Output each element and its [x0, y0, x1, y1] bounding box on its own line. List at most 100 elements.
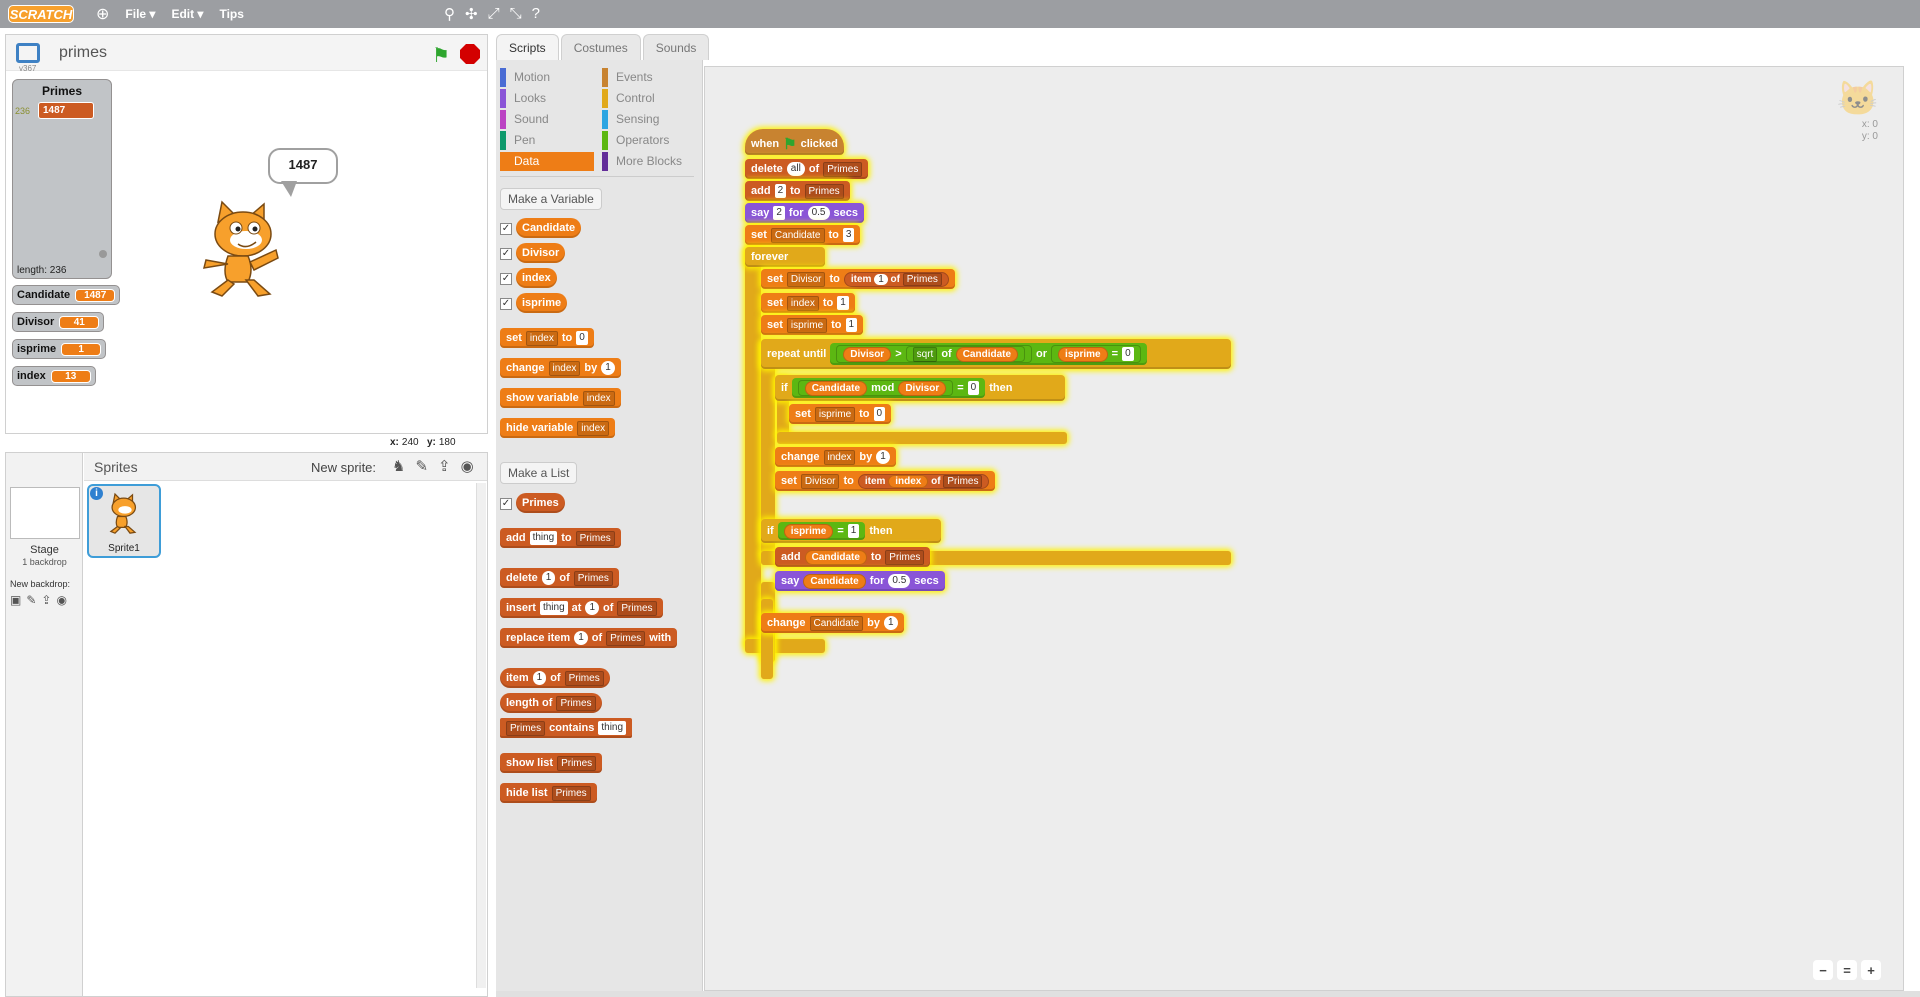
script-repeat-until[interactable]: repeat until Divisor > sqrt of Candidate… — [761, 339, 1231, 369]
list-dropdown[interactable]: Primes — [556, 695, 596, 711]
secs-input[interactable]: 0.5 — [807, 206, 830, 220]
greater-than-operator[interactable]: Divisor > sqrt of Candidate — [836, 345, 1033, 363]
list-dropdown[interactable]: Primes — [551, 785, 591, 801]
cat-sprite-icon[interactable] — [198, 200, 294, 300]
list-dropdown[interactable]: Primes — [564, 670, 604, 686]
index-input[interactable]: 1 — [585, 601, 599, 615]
value-input[interactable]: 1 — [837, 296, 849, 310]
list-dropdown[interactable]: Primes — [823, 161, 863, 177]
list-monitor-primes[interactable]: Primes 236 1487 length: 236 — [12, 79, 112, 279]
block-delete-of-list[interactable]: delete 1 of Primes — [500, 568, 619, 588]
isprime-reporter[interactable]: isprime — [1058, 346, 1108, 362]
backdrop-upload-icon[interactable]: ⇪ — [41, 593, 52, 607]
checkbox-candidate[interactable]: ✓ — [500, 223, 512, 235]
equals-operator[interactable]: isprime = 0 — [1051, 345, 1141, 363]
variable-monitor-divisor[interactable]: Divisor 41 — [12, 312, 105, 332]
sprite-info-icon[interactable]: i — [90, 487, 103, 500]
list-dropdown[interactable]: Primes — [606, 630, 646, 646]
script-add-candidate[interactable]: add Candidate to Primes — [775, 547, 931, 567]
list-dropdown[interactable]: Primes — [573, 570, 613, 586]
value-input[interactable]: thing — [598, 721, 627, 735]
list-dropdown[interactable]: Primes — [617, 600, 657, 616]
backdrop-library-icon[interactable]: ▣ — [10, 593, 22, 607]
or-operator[interactable]: Divisor > sqrt of Candidate or isprime =… — [830, 343, 1147, 365]
item-of-reporter[interactable]: item 1 of Primes — [843, 271, 949, 287]
value-input[interactable]: thing — [529, 531, 558, 545]
backdrop-camera-icon[interactable]: ◉ — [56, 593, 67, 607]
zoom-out-icon[interactable]: − — [1813, 960, 1833, 980]
variable-dropdown[interactable]: Divisor — [800, 473, 840, 489]
shrink-icon[interactable]: ⤡ — [509, 5, 522, 22]
script-say-candidate[interactable]: say Candidate for 0.5 secs — [775, 571, 945, 591]
make-list-button[interactable]: Make a List — [500, 462, 578, 484]
variable-dropdown[interactable]: index — [577, 420, 610, 436]
function-dropdown[interactable]: sqrt — [912, 346, 938, 362]
value-input[interactable]: 3 — [842, 228, 855, 242]
sqrt-operator[interactable]: sqrt of Candidate — [905, 346, 1026, 362]
block-set-variable[interactable]: set index to 0 — [500, 328, 594, 348]
script-set-isprime[interactable]: set isprime to 1 — [761, 315, 864, 335]
list-value[interactable]: 1487 — [38, 102, 94, 119]
category-motion[interactable]: Motion — [500, 68, 594, 87]
green-flag-icon[interactable]: ⚑ — [432, 45, 450, 67]
message-input[interactable]: 2 — [773, 206, 785, 220]
secs-input[interactable]: 0.5 — [888, 574, 911, 588]
variable-dropdown[interactable]: index — [548, 360, 581, 376]
script-add-2[interactable]: add 2 to Primes — [745, 181, 850, 201]
make-variable-button[interactable]: Make a Variable — [500, 188, 602, 210]
block-item-of-list[interactable]: item 1 of Primes — [500, 668, 610, 688]
script-set-candidate[interactable]: set Candidate to 3 — [745, 225, 861, 245]
script-delete-all[interactable]: delete all of Primes — [745, 159, 869, 179]
category-more-blocks[interactable]: More Blocks — [602, 152, 696, 171]
cut-scissors-icon[interactable]: ✣ — [465, 6, 478, 23]
variable-dropdown[interactable]: index — [823, 449, 856, 465]
checkbox-index[interactable]: ✓ — [500, 273, 512, 285]
script-forever[interactable]: forever — [745, 247, 825, 267]
list-scrollbar[interactable] — [99, 250, 107, 258]
reporter-isprime[interactable]: isprime — [516, 293, 568, 313]
language-globe-icon[interactable]: ⊕ — [96, 6, 110, 23]
help-icon[interactable]: ? — [531, 5, 540, 22]
category-pen[interactable]: Pen — [500, 131, 594, 150]
list-dropdown[interactable]: Primes — [506, 720, 546, 736]
value-input[interactable]: 0 — [576, 331, 588, 345]
sprite-tile-sprite1[interactable]: i Sprite1 — [87, 484, 161, 558]
list-dropdown[interactable]: Primes — [885, 549, 925, 565]
block-hide-variable[interactable]: hide variable index — [500, 418, 616, 438]
mod-operator[interactable]: Candidate mod Divisor — [797, 380, 954, 396]
reporter-divisor[interactable]: Divisor — [516, 243, 566, 263]
block-change-variable[interactable]: change index by 1 — [500, 358, 621, 378]
block-insert-at-list[interactable]: insert thing at 1 of Primes — [500, 598, 663, 618]
reporter-index[interactable]: index — [516, 268, 557, 288]
block-replace-item[interactable]: replace item 1 of Primes with — [500, 628, 678, 648]
horizontal-scrollbar[interactable] — [496, 991, 1920, 997]
block-list-contains[interactable]: Primes contains thing — [500, 718, 633, 738]
list-dropdown[interactable]: Primes — [575, 530, 615, 546]
value-input[interactable]: 0 — [1122, 347, 1134, 361]
block-show-variable[interactable]: show variable index — [500, 388, 621, 408]
variable-dropdown[interactable]: index — [525, 330, 558, 346]
value-input[interactable]: 1 — [847, 524, 860, 538]
category-sensing[interactable]: Sensing — [602, 110, 696, 129]
script-area[interactable]: 🐱 x: 0 y: 0 when ⚑ clicked delete all of… — [704, 66, 1904, 991]
variable-monitor-index[interactable]: index 13 — [12, 366, 96, 386]
zoom-in-icon[interactable]: + — [1861, 960, 1881, 980]
fullscreen-icon[interactable] — [16, 43, 40, 63]
checkbox-divisor[interactable]: ✓ — [500, 248, 512, 260]
value-input[interactable]: thing — [539, 601, 568, 615]
category-operators[interactable]: Operators — [602, 131, 696, 150]
sprite-library-icon[interactable]: ♞ — [392, 458, 406, 475]
category-control[interactable]: Control — [602, 89, 696, 108]
checkbox-primes[interactable]: ✓ — [500, 498, 512, 510]
duplicate-stamp-icon[interactable]: ⚲ — [444, 6, 455, 23]
script-set-index[interactable]: set index to 1 — [761, 293, 855, 313]
variable-dropdown[interactable]: index — [582, 390, 615, 406]
category-events[interactable]: Events — [602, 68, 696, 87]
sprite-camera-icon[interactable]: ◉ — [460, 458, 474, 475]
scratch-logo[interactable]: SCRATCH — [8, 5, 74, 23]
variable-dropdown[interactable]: Candidate — [770, 227, 825, 243]
value-input[interactable]: 1 — [883, 616, 898, 630]
divisor-reporter[interactable]: Divisor — [898, 380, 947, 396]
script-if-isprime[interactable]: if isprime = 1 then — [761, 519, 941, 543]
index-input[interactable]: all — [786, 162, 805, 176]
